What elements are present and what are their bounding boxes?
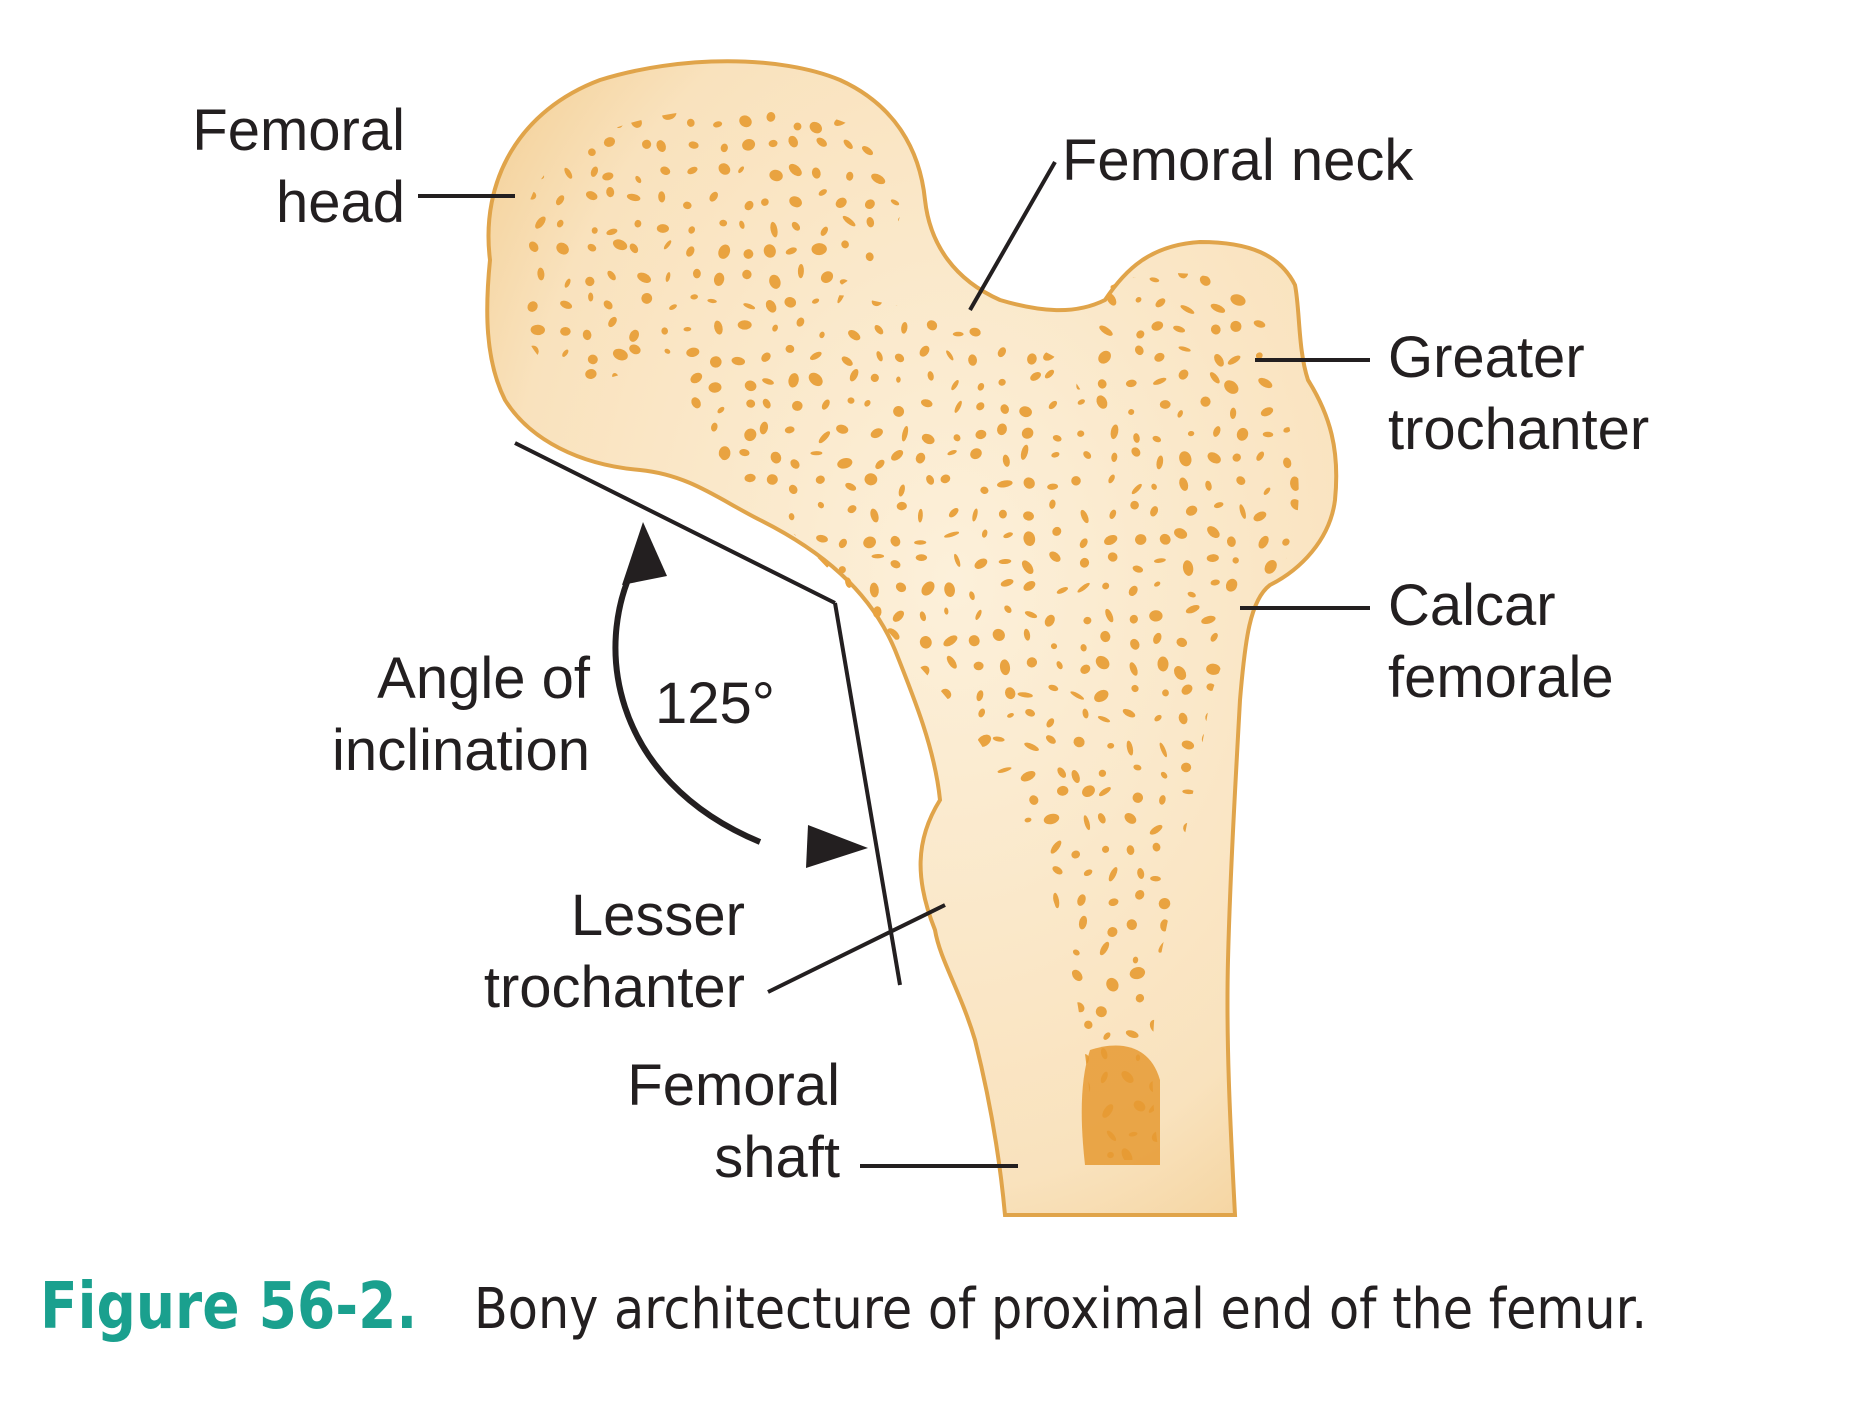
leader-lesser-trochanter: [767, 903, 946, 994]
neck-axis-line: [514, 441, 836, 605]
angle-lines: [514, 441, 902, 986]
shaft-axis-line: [833, 602, 902, 986]
label-greater-trochanter-line1: Greater: [1388, 325, 1585, 390]
label-femoral-head-line2: head: [275, 170, 405, 235]
label-angle-line1: Angle of: [377, 646, 590, 711]
label-femoral-shaft-line2: shaft: [714, 1125, 840, 1190]
label-calcar-femorale-line1: Calcar: [1388, 573, 1556, 638]
arc-arrowhead-right: [806, 825, 868, 868]
leader-lines: [418, 161, 1370, 1168]
label-angle-of-inclination: Angle of inclination: [270, 643, 590, 787]
label-lesser-trochanter: Lesser trochanter: [420, 880, 745, 1024]
leader-femoral-neck: [968, 161, 1057, 311]
angle-arc: [612, 553, 762, 845]
label-femoral-shaft: Femoral shaft: [560, 1050, 840, 1194]
figure-caption-text: Bony architecture of proximal end of the…: [473, 1277, 1647, 1342]
label-lesser-trochanter-line1: Lesser: [570, 883, 745, 948]
label-angle-line2: inclination: [332, 718, 590, 783]
label-lesser-trochanter-line2: trochanter: [483, 955, 745, 1020]
label-femoral-head: Femoral head: [150, 95, 405, 239]
medullary-canal: [1081, 1045, 1160, 1165]
arc-arrowhead-up: [622, 522, 667, 585]
label-calcar-femorale: Calcar femorale: [1388, 570, 1614, 714]
figure-caption: Figure 56-2. Bony architecture of proxim…: [40, 1270, 1807, 1344]
label-angle-value: 125°: [655, 671, 775, 736]
label-greater-trochanter-line2: trochanter: [1388, 397, 1650, 462]
label-greater-trochanter: Greater trochanter: [1388, 322, 1649, 466]
label-femoral-neck: Femoral neck: [1062, 128, 1414, 193]
femur-bone-outline: [485, 59, 1339, 1217]
label-calcar-femorale-line2: femorale: [1388, 645, 1614, 710]
figure-number: Figure 56-2.: [40, 1270, 418, 1344]
label-femoral-head-line1: Femoral: [192, 98, 405, 163]
label-femoral-shaft-line1: Femoral: [627, 1053, 840, 1118]
